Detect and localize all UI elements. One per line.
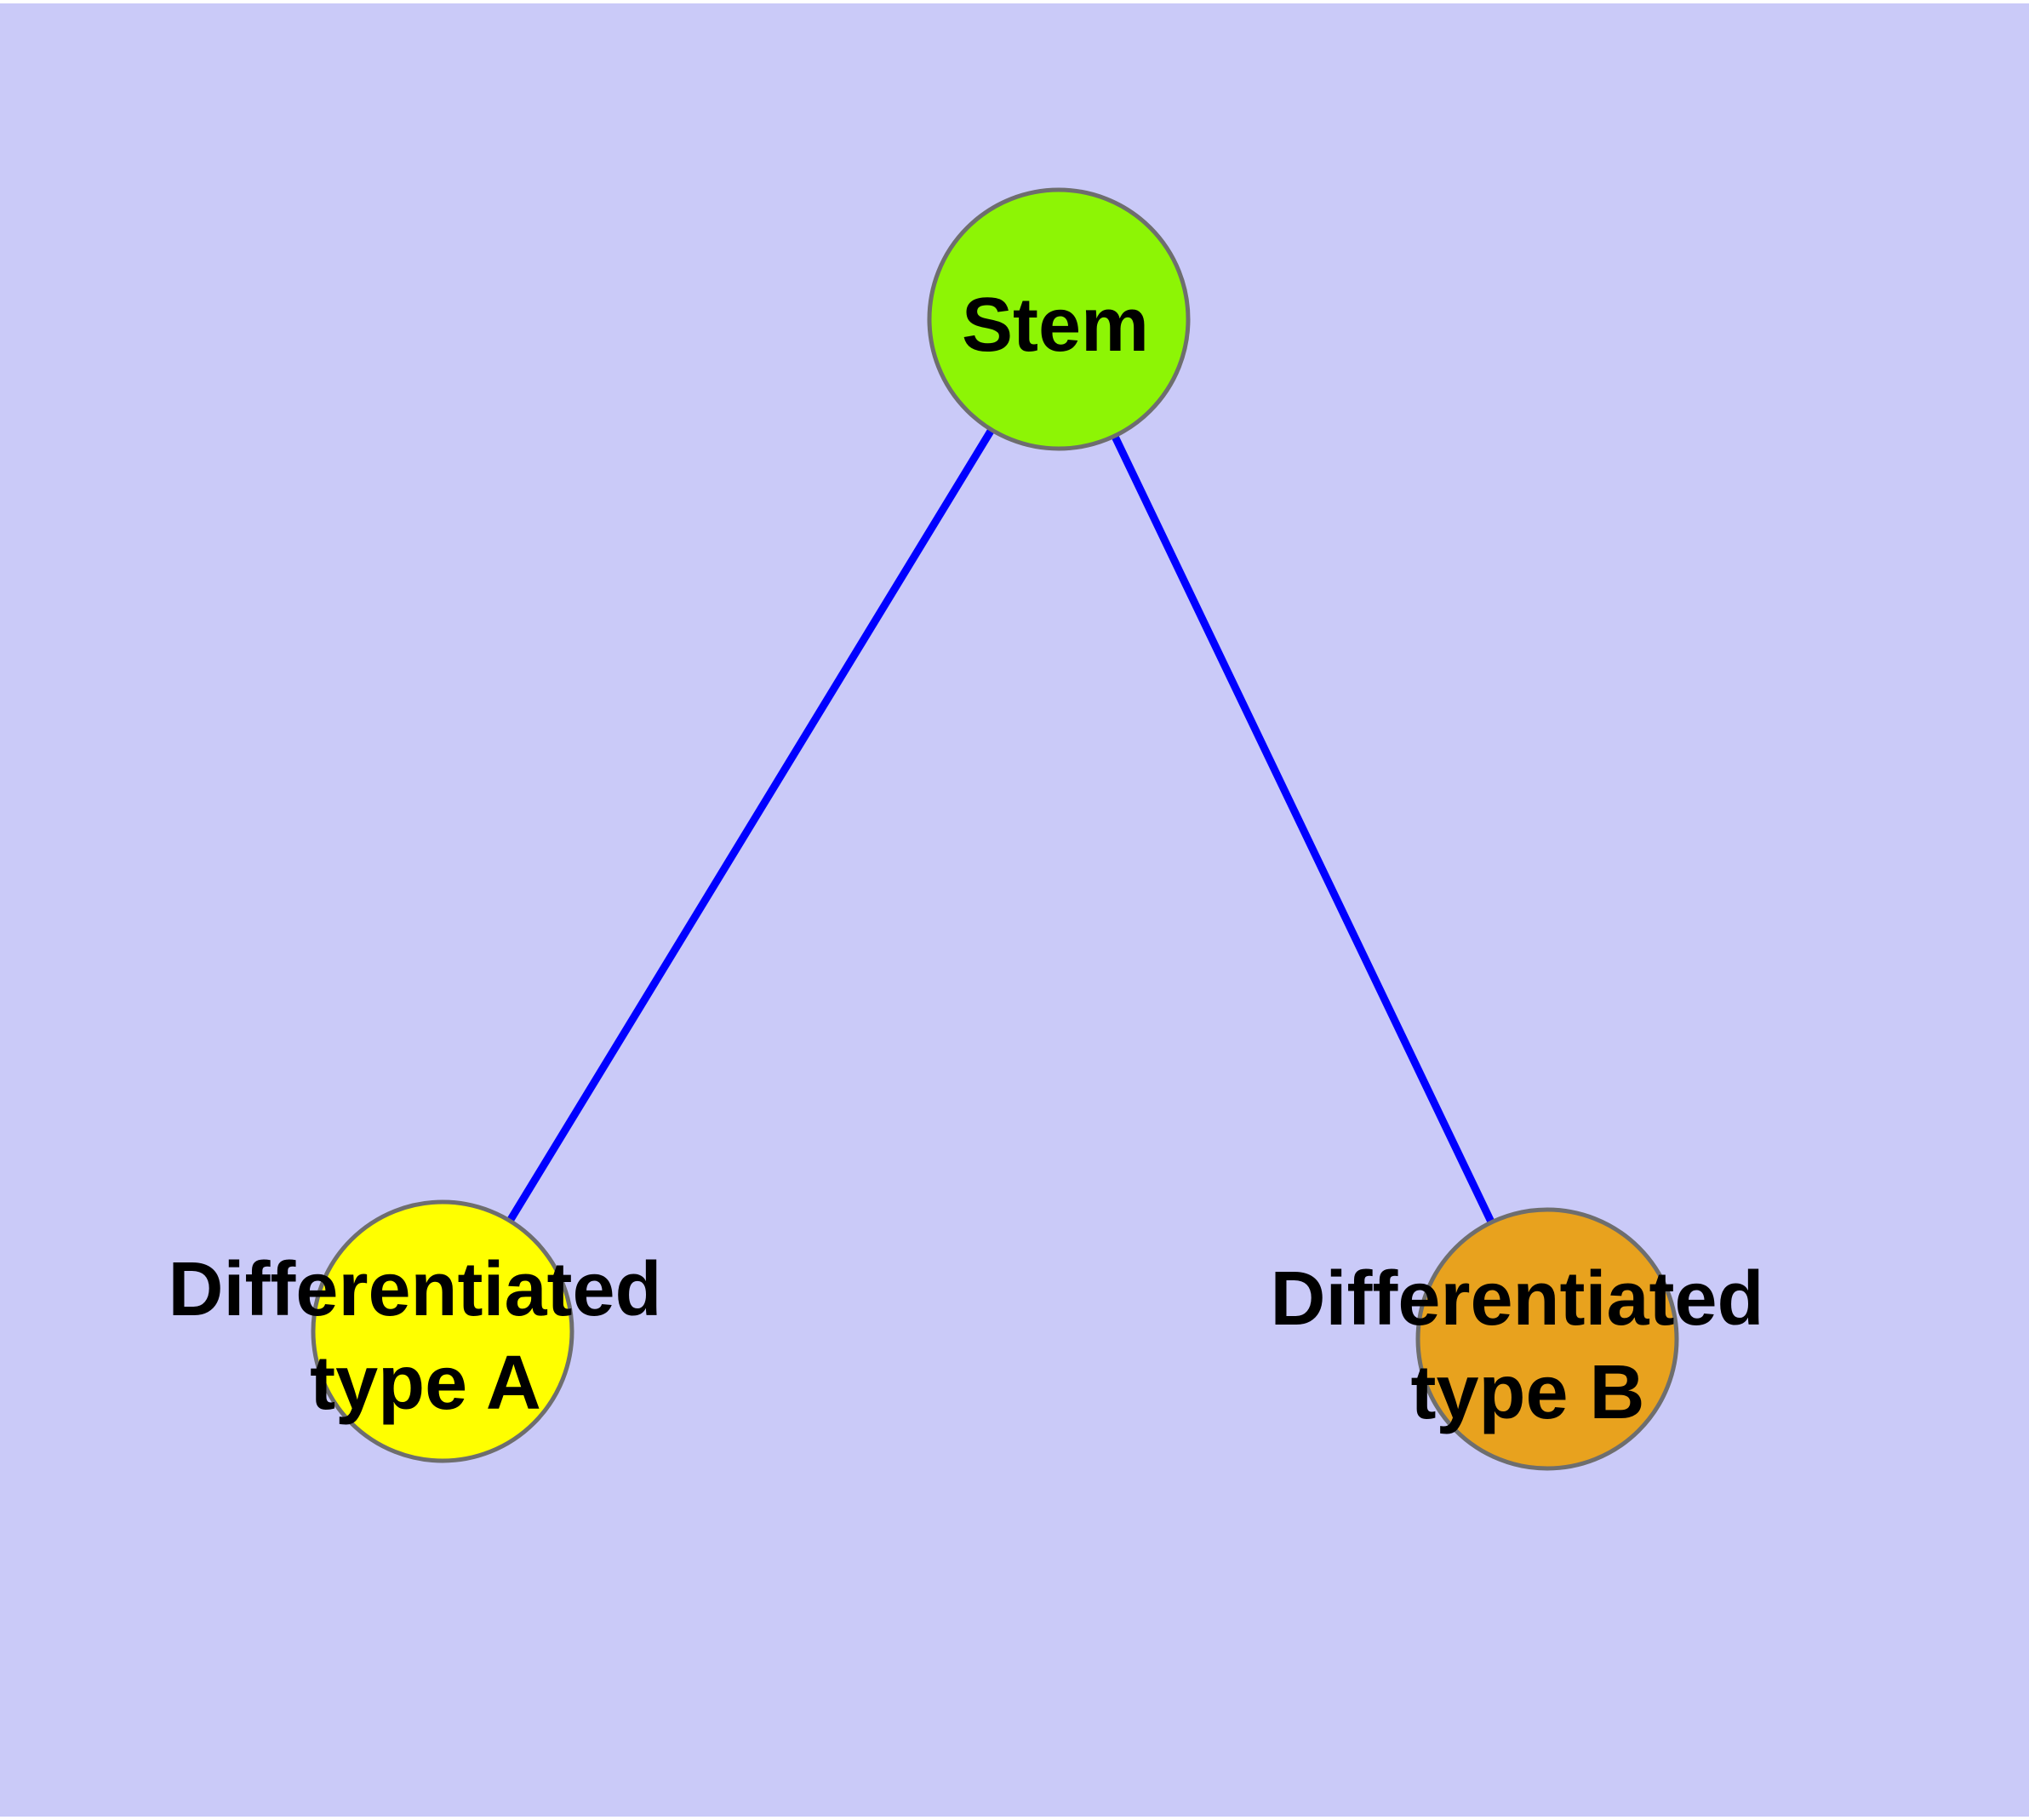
edge-stem-to-type-b (1055, 318, 1552, 1341)
node-differentiated-type-b (1415, 1207, 1679, 1471)
node-stem-label: Stem (962, 283, 1149, 368)
node-differentiated-type-b-label: Differentiated type B (1270, 1256, 1785, 1435)
node-a-label-line-1: Differentiated (168, 1247, 661, 1332)
node-b-label-line-2: type B (1410, 1350, 1644, 1435)
edge-stem-to-type-a (439, 317, 1062, 1334)
node-stem (927, 187, 1191, 451)
node-differentiated-type-a (311, 1199, 574, 1463)
node-a-label-line-2: type A (310, 1341, 541, 1426)
node-b-label-line-1: Differentiated (1270, 1256, 1763, 1342)
node-differentiated-type-a-label: Differentiated type A (168, 1247, 683, 1426)
